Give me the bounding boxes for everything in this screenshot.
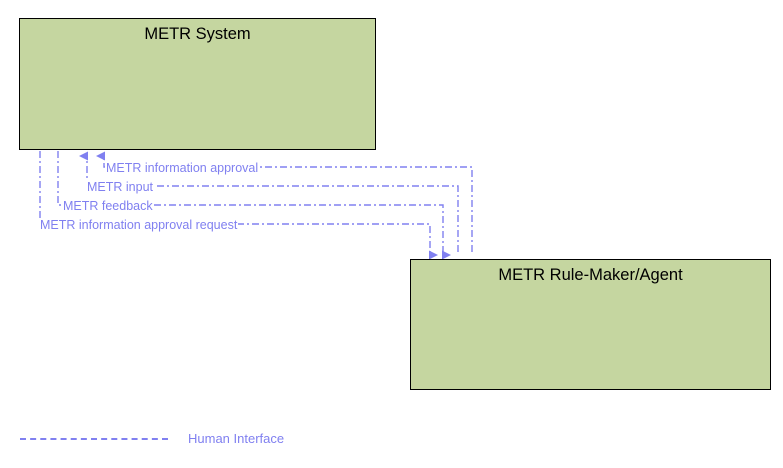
flow-path-3: [39, 151, 438, 260]
flow-label-metr-information-approval: METR information approval: [105, 161, 260, 175]
flow-connector-metr-information-approval-request: [39, 151, 438, 260]
flow-label-metr-information-approval-request: METR information approval request: [39, 218, 239, 232]
node-metr-rule-maker[interactable]: METR Rule-Maker/Agent: [410, 259, 771, 390]
legend-label-human-interface: Human Interface: [188, 431, 285, 446]
flow-path-1: [79, 151, 459, 252]
node-metr-rule-maker-label: METR Rule-Maker/Agent: [498, 266, 683, 284]
legend-line-swatch-human-interface: [20, 438, 168, 440]
flow-path-2: [57, 151, 451, 260]
flow-label-metr-feedback: METR feedback: [62, 199, 154, 213]
flow-connector-metr-input: [79, 151, 459, 252]
node-metr-system[interactable]: METR System: [19, 18, 376, 150]
node-metr-system-label: METR System: [144, 25, 251, 43]
flow-label-metr-input: METR input: [86, 180, 154, 194]
flow-connector-metr-feedback: [57, 151, 451, 260]
legend: Human Interface: [20, 430, 340, 450]
